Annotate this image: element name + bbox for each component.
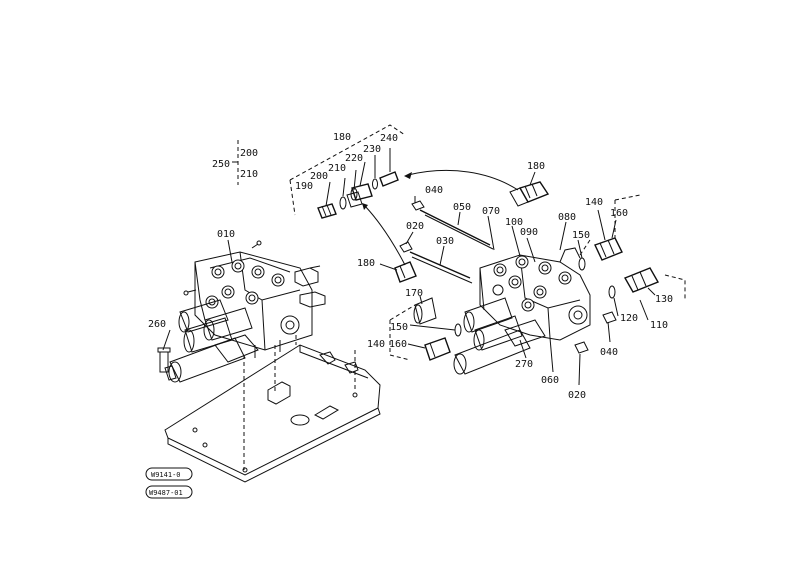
label-020-bottom: 020	[568, 390, 586, 401]
label-260: 260	[148, 319, 166, 330]
label-100: 100	[505, 217, 523, 228]
label-250: 250	[212, 159, 230, 170]
label-130: 130	[655, 294, 673, 305]
label-040-bottom: 040	[600, 347, 618, 358]
label-090: 090	[520, 227, 538, 238]
label-160-bottom: 160	[389, 339, 407, 350]
label-270: 270	[515, 359, 533, 370]
label-030: 030	[436, 236, 454, 247]
control-valve-assembly-left	[157, 240, 326, 383]
label-240: 240	[380, 133, 398, 144]
stamp-2: W9487-01	[149, 489, 183, 497]
label-230: 230	[363, 144, 381, 155]
label-010: 010	[217, 229, 235, 240]
stamp-1: W9141-0	[151, 471, 181, 479]
label-110: 110	[650, 320, 668, 331]
label-210: 210	[240, 169, 258, 180]
label-040-top: 040	[425, 185, 443, 196]
label-140-top: 140	[585, 197, 603, 208]
stamp-frame-2	[145, 485, 193, 499]
label-060: 060	[541, 375, 559, 386]
label-220: 220	[345, 153, 363, 164]
mounting-plate	[164, 335, 381, 483]
label-150-bottom: 150	[390, 322, 408, 333]
label-170: 170	[405, 288, 423, 299]
part-labels: 250 200 210 180 240 230 220 210 200 190 …	[148, 132, 673, 401]
label-160-top: 160	[610, 208, 628, 219]
stamp-frame-1	[145, 467, 193, 481]
label-210-exploded: 210	[328, 163, 346, 174]
control-valve-assembly-right	[453, 247, 591, 375]
label-180-right: 180	[527, 161, 545, 172]
label-200: 200	[240, 148, 258, 159]
label-020-top: 020	[406, 221, 424, 232]
leader-lines	[162, 148, 656, 386]
label-120: 120	[620, 313, 638, 324]
label-180-top: 180	[333, 132, 351, 143]
label-200-exploded: 200	[310, 171, 328, 182]
label-190: 190	[295, 181, 313, 192]
exploded-parts	[232, 124, 686, 373]
label-140-bottom: 140	[367, 339, 385, 350]
label-070: 070	[482, 206, 500, 217]
reference-stamps: W9141-0 W9487-01	[145, 467, 193, 499]
label-050: 050	[453, 202, 471, 213]
label-150-top: 150	[572, 230, 590, 241]
label-080: 080	[558, 212, 576, 223]
label-180-left: 180	[357, 258, 375, 269]
